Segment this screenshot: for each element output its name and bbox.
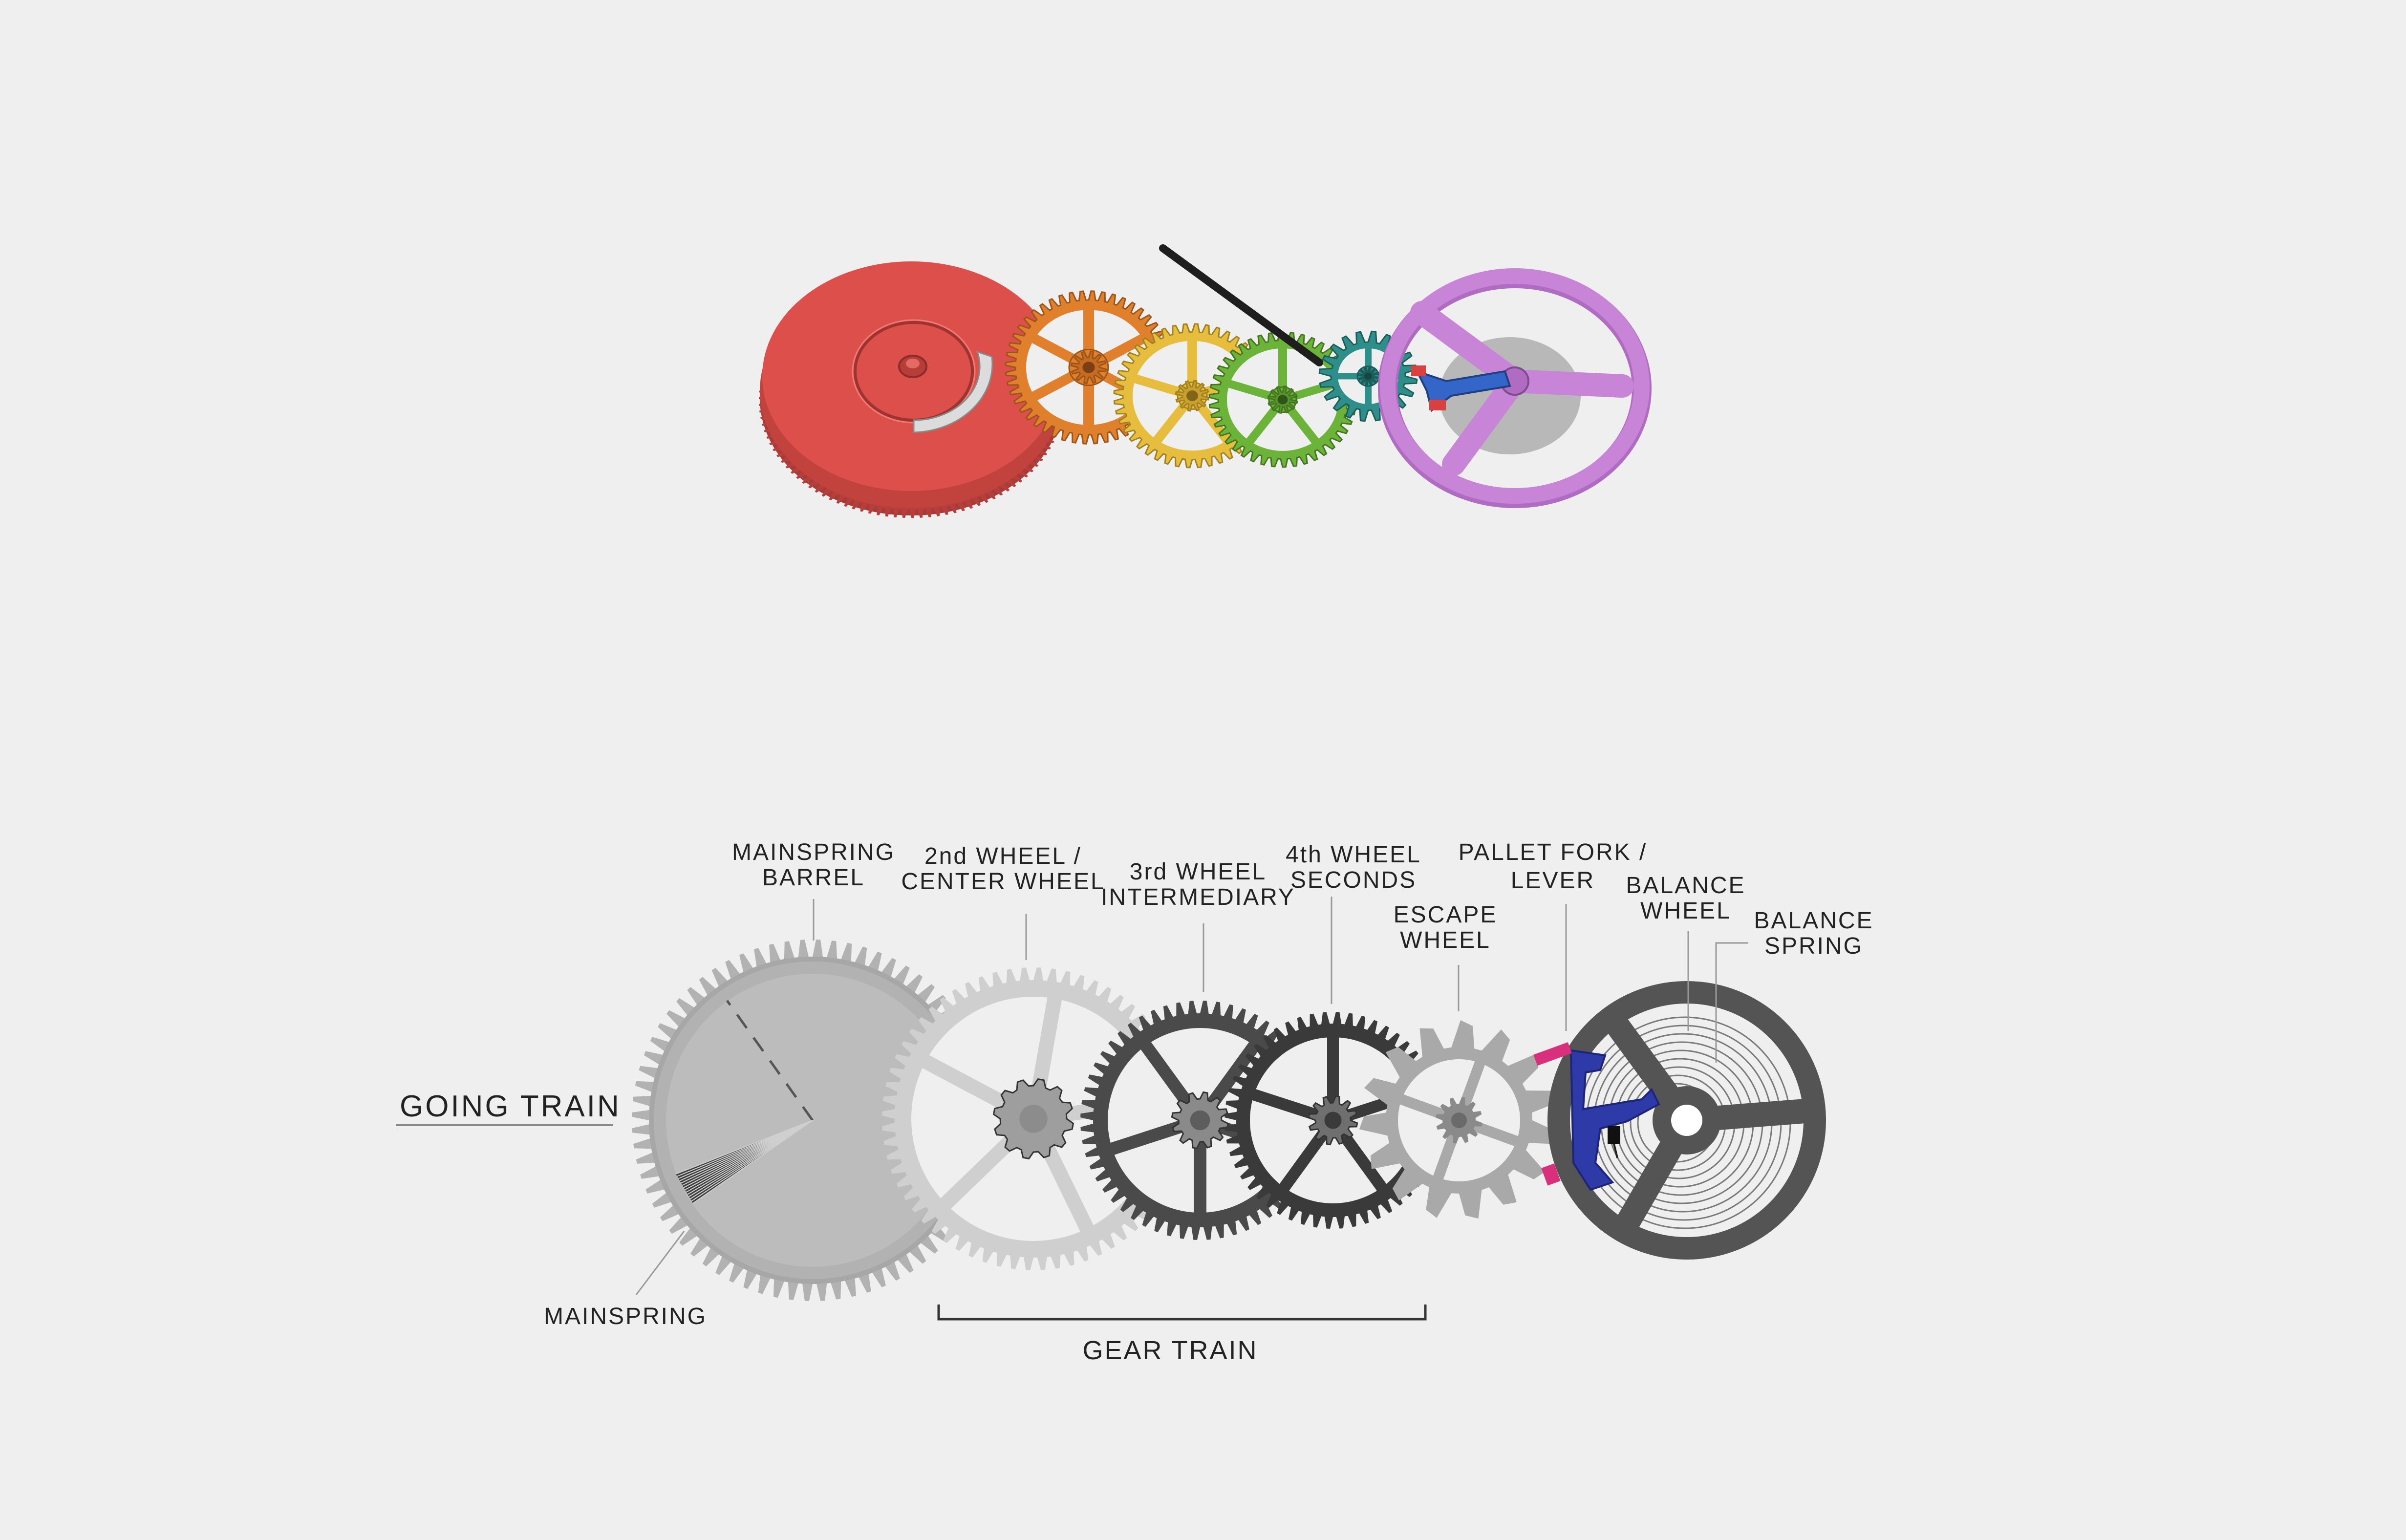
fourth-wheel-label-2: SECONDS [1290, 867, 1417, 893]
schematic-balance-wheel [1547, 981, 1826, 1260]
balance-spring-label-1: BALANCE [1754, 908, 1873, 934]
third-wheel-label-2: INTERMEDIARY [1101, 884, 1295, 910]
going-train-schematic: GOING TRAIN MAINSPRING BARREL 2nd WHEEL … [396, 839, 1873, 1365]
colored-pallet-fork [1411, 365, 1511, 412]
fourth-wheel-label-1: 4th WHEEL [1286, 842, 1421, 868]
schematic-escape-wheel [1359, 1020, 1559, 1219]
seconds-hand [1159, 244, 1323, 366]
balance-wheel-label-1: BALANCE [1626, 873, 1745, 898]
mainspring-barrel-label-2: BARREL [762, 865, 865, 891]
third-wheel-label-1: 3rd WHEEL [1130, 859, 1267, 885]
mainspring-label: MAINSPRING [544, 1304, 707, 1329]
going-train-label: GOING TRAIN [400, 1090, 621, 1123]
pallet-fork-label-2: LEVER [1511, 868, 1595, 894]
mainspring-barrel-label-1: MAINSPRING [732, 839, 895, 865]
balance-spring-label-2: SPRING [1764, 933, 1863, 959]
center-wheel-label-1: 2nd WHEEL / [924, 843, 1082, 869]
pallet-fork-label-1: PALLET FORK / [1459, 839, 1648, 865]
gear-train-bracket [937, 1305, 1427, 1321]
gear-train-label: GEAR TRAIN [1082, 1336, 1258, 1365]
pallet-jewel-exit [1541, 1163, 1561, 1186]
pallet-jewel-entry [1533, 1042, 1572, 1066]
colored-movement-illustration [759, 244, 1652, 518]
leader-lines [396, 897, 1748, 1321]
barrel-arrow-icon [913, 350, 993, 433]
colored-balance-wheel [1378, 268, 1652, 508]
center-wheel-label-2: CENTER WHEEL [901, 869, 1105, 895]
escape-wheel-label-2: WHEEL [1400, 927, 1491, 953]
labels: GOING TRAIN MAINSPRING BARREL 2nd WHEEL … [400, 839, 1873, 1365]
schematic-pallet-fork [1533, 1042, 1660, 1191]
escape-wheel-label-1: ESCAPE [1394, 902, 1498, 928]
schematic-center-wheel [882, 967, 1185, 1270]
balance-wheel-label-2: WHEEL [1640, 898, 1731, 924]
schematic-mainspring-barrel [632, 940, 993, 1301]
colored-mainspring-barrel [759, 261, 1064, 518]
